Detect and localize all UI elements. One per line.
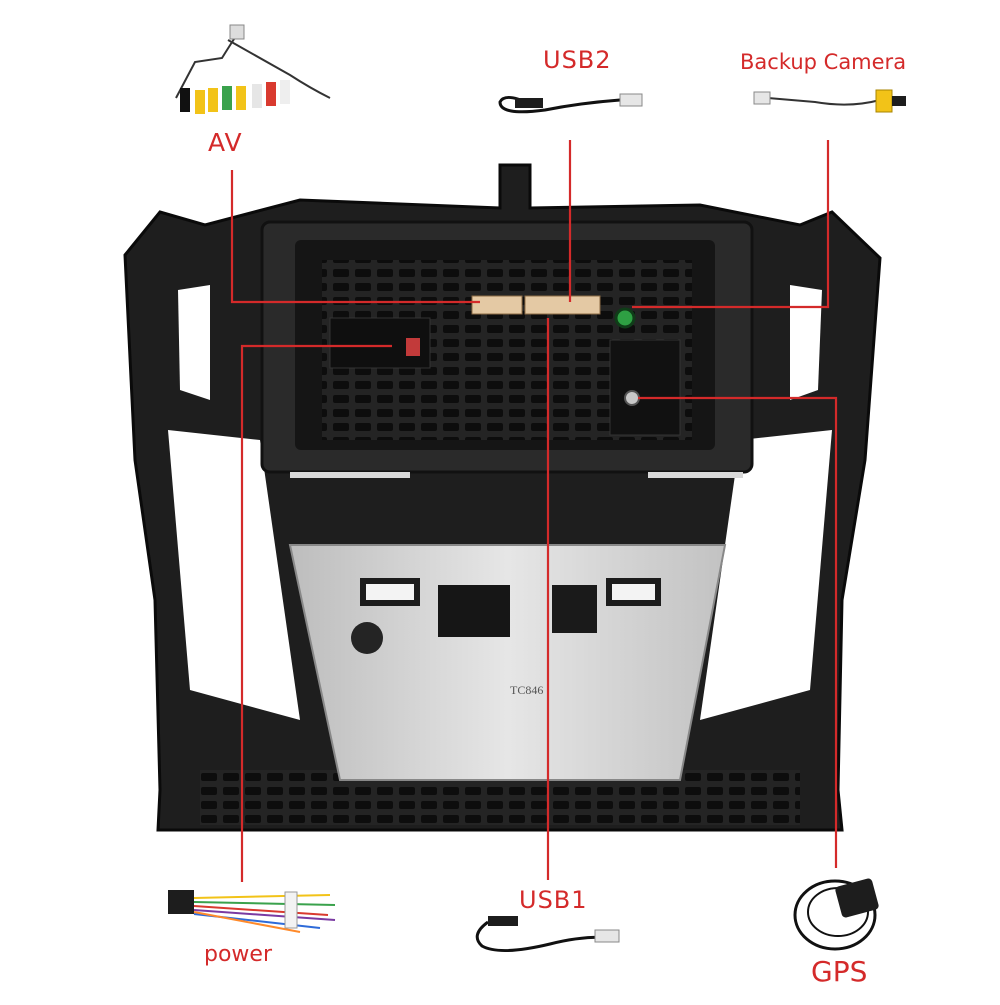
panel-marking: TC846 <box>510 683 543 697</box>
usb2-label: USB2 <box>543 46 612 74</box>
callout-lines <box>230 140 838 882</box>
gps-callout-line <box>638 396 838 868</box>
mounting-plate: TC846 <box>288 544 727 781</box>
power-label: power <box>204 942 272 967</box>
av-callout-line <box>230 170 480 304</box>
usb-cable-icon <box>498 93 643 114</box>
power-harness-icon <box>168 890 336 933</box>
av-cable-icon <box>175 24 331 114</box>
power-callout-line <box>240 344 392 882</box>
backup-camera-label: Backup Camera <box>740 50 907 74</box>
gps-antenna-icon <box>793 878 879 951</box>
gps-label: GPS <box>811 955 868 988</box>
camera-callout-line <box>632 140 830 309</box>
av-label: AV <box>208 128 243 157</box>
camera-cable-icon <box>753 89 906 113</box>
usb-cable-icon <box>475 916 620 953</box>
usb1-label: USB1 <box>519 886 588 914</box>
head-unit <box>260 220 754 478</box>
